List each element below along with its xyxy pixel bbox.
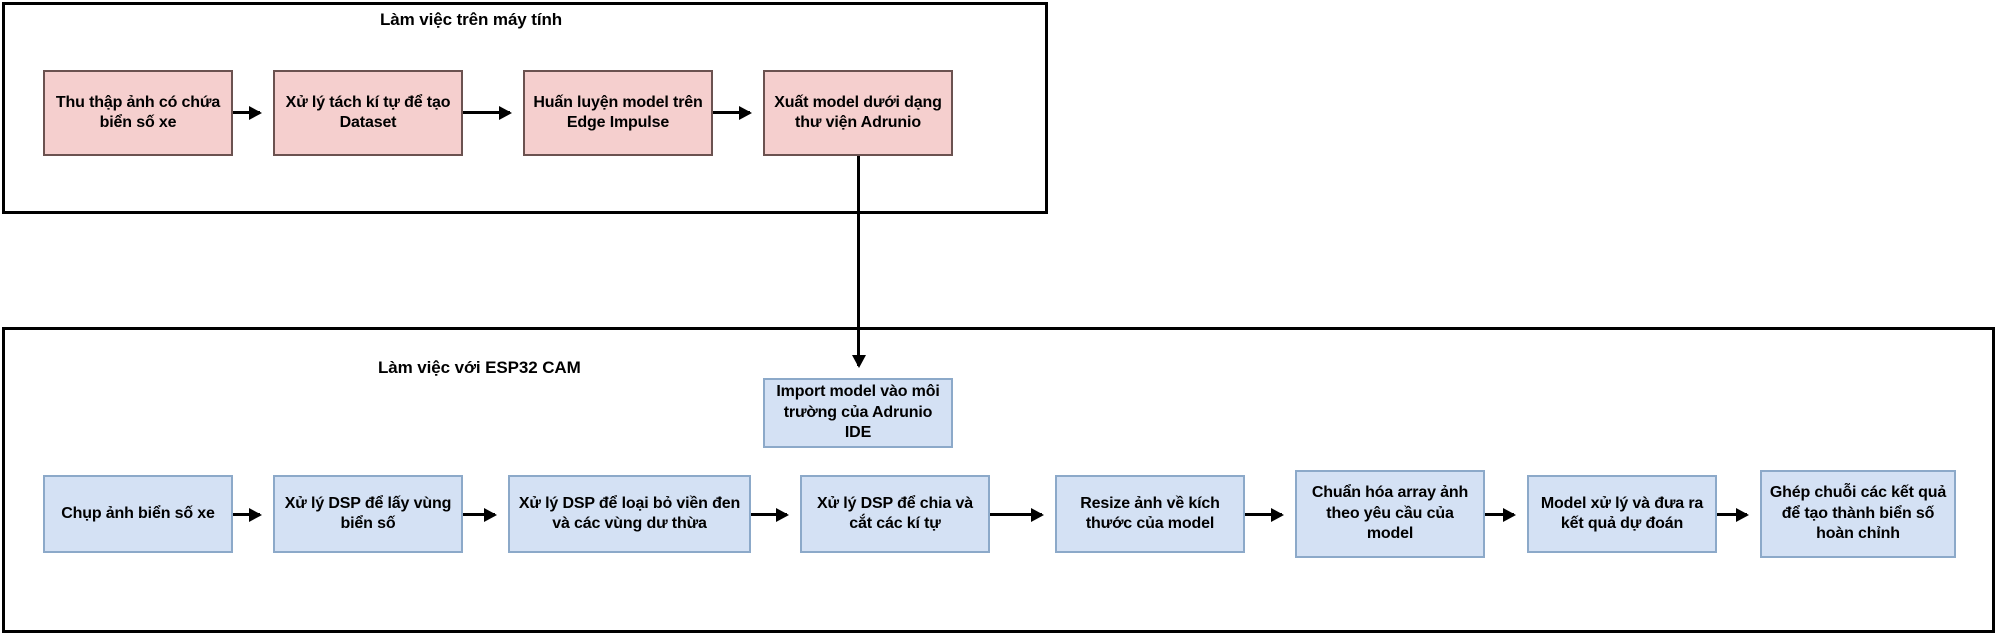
node-label: Thu thập ảnh có chứa biển số xe bbox=[55, 93, 221, 131]
arrow-bottom-4-to-5 bbox=[990, 513, 1042, 516]
node-label: Huấn luyện model trên Edge Impulse bbox=[533, 93, 703, 131]
node-label: Xử lý DSP để loại bỏ viền đen và các vùn… bbox=[518, 494, 741, 532]
node-dsp-loai-bo-vien-den[interactable]: Xử lý DSP để loại bỏ viền đen và các vùn… bbox=[508, 475, 751, 553]
node-dsp-lay-vung-bien-so[interactable]: Xử lý DSP để lấy vùng biển số bbox=[273, 475, 463, 553]
arrow-top-2-to-3 bbox=[463, 111, 510, 114]
node-chup-anh-bien-so[interactable]: Chụp ảnh biển số xe bbox=[43, 475, 233, 553]
node-thu-thap-anh[interactable]: Thu thập ảnh có chứa biển số xe bbox=[43, 70, 233, 156]
node-resize-anh[interactable]: Resize ảnh về kích thước của model bbox=[1055, 475, 1245, 553]
node-huan-luyen-model[interactable]: Huấn luyện model trên Edge Impulse bbox=[523, 70, 713, 156]
node-label: Model xử lý và đưa ra kết quả dự đoán bbox=[1540, 494, 1704, 532]
arrow-bottom-7-to-8 bbox=[1717, 513, 1747, 516]
arrow-bottom-2-to-3 bbox=[463, 513, 495, 516]
node-dsp-chia-cat-ki-tu[interactable]: Xử lý DSP để chia và cắt các kí tự bbox=[800, 475, 990, 553]
node-xuat-model[interactable]: Xuất model dưới dạng thư viện Adrunio bbox=[763, 70, 953, 156]
arrow-bottom-3-to-4 bbox=[751, 513, 787, 516]
node-label: Chụp ảnh biển số xe bbox=[61, 504, 215, 522]
arrow-bottom-5-to-6 bbox=[1245, 513, 1282, 516]
node-import-model[interactable]: Import model vào môi trường của Adrunio … bbox=[763, 378, 953, 448]
arrow-bottom-6-to-7 bbox=[1485, 513, 1514, 516]
node-label: Xử lý DSP để lấy vùng biển số bbox=[284, 494, 452, 532]
group-title-esp32: Làm việc với ESP32 CAM bbox=[378, 358, 581, 377]
arrow-bottom-1-to-2 bbox=[233, 513, 260, 516]
node-label: Resize ảnh về kích thước của model bbox=[1080, 494, 1220, 532]
arrow-top-1-to-2 bbox=[233, 111, 260, 114]
node-ghep-chuoi-ket-qua[interactable]: Ghép chuỗi các kết quả để tạo thành biển… bbox=[1760, 470, 1956, 558]
node-xu-ly-tach-ki-tu[interactable]: Xử lý tách kí tự để tạo Dataset bbox=[273, 70, 463, 156]
arrow-top-3-to-4 bbox=[713, 111, 750, 114]
node-label: Xử lý DSP để chia và cắt các kí tự bbox=[817, 494, 973, 532]
group-title-computer: Làm việc trên máy tính bbox=[380, 10, 563, 29]
node-label: Ghép chuỗi các kết quả để tạo thành biển… bbox=[1769, 484, 1947, 543]
node-label: Xử lý tách kí tự để tạo Dataset bbox=[285, 93, 451, 131]
node-model-du-doan[interactable]: Model xử lý và đưa ra kết quả dự đoán bbox=[1527, 475, 1717, 553]
arrow-export-to-import bbox=[857, 156, 860, 366]
node-label: Import model vào môi trường của Adrunio … bbox=[776, 383, 940, 442]
node-chuan-hoa-array[interactable]: Chuẩn hóa array ảnh theo yêu cầu của mod… bbox=[1295, 470, 1485, 558]
node-label: Chuẩn hóa array ảnh theo yêu cầu của mod… bbox=[1311, 484, 1469, 543]
node-label: Xuất model dưới dạng thư viện Adrunio bbox=[774, 93, 942, 131]
